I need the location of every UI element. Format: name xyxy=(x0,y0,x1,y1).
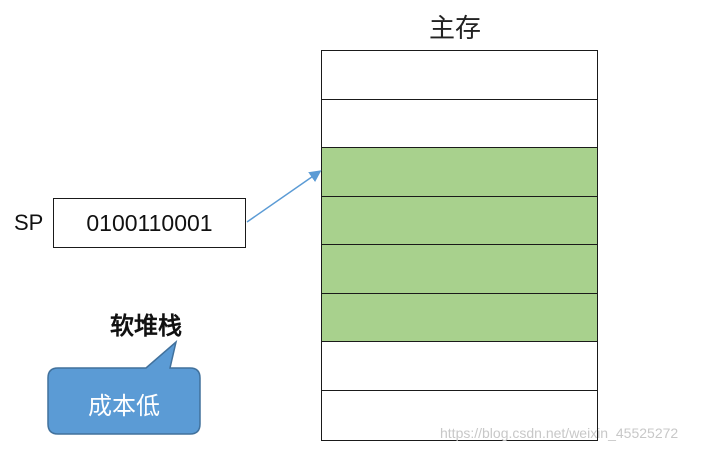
memory-cell xyxy=(322,196,597,245)
memory-cell xyxy=(322,148,597,197)
memory-title: 主存 xyxy=(428,14,481,44)
soft-stack-label: 软堆栈 xyxy=(110,312,182,340)
memory-cell xyxy=(322,245,597,294)
callout-bubble xyxy=(47,340,201,435)
watermark: https://blog.csdn.net/weixin_45525272 xyxy=(440,425,679,441)
main-memory xyxy=(321,50,598,441)
memory-cell xyxy=(322,342,597,391)
sp-label: SP xyxy=(14,210,44,235)
memory-cell xyxy=(322,51,597,100)
sp-register-value: 0100110001 xyxy=(86,209,213,236)
memory-cell xyxy=(322,390,597,439)
memory-cell xyxy=(322,293,597,342)
memory-cell xyxy=(322,99,597,148)
sp-register: 0100110001 xyxy=(53,198,246,248)
callout-text: 成本低 xyxy=(88,392,160,420)
